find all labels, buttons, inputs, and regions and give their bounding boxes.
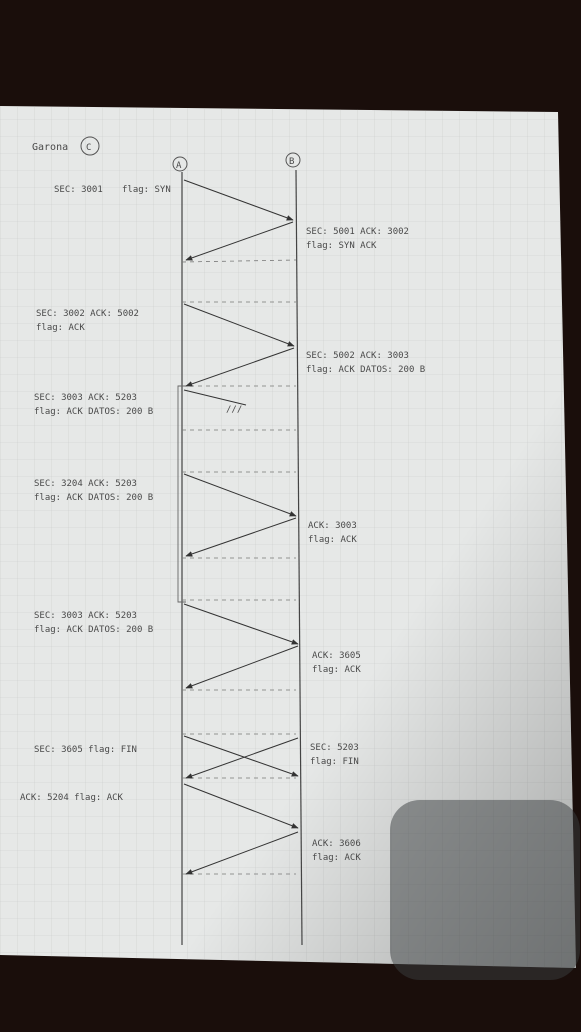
note-fin-a: SEC: 3605 flag: FIN: [34, 745, 137, 755]
note-line: SEC: 5002 ACK: 3003: [306, 351, 409, 361]
photo-shadow: [0, 106, 576, 968]
host-a-circle: [172, 156, 188, 172]
note-data-a-2: SEC: 3204 ACK: 5203 flag: ACK DATOS: 200…: [34, 479, 153, 503]
note-line: SEC: 3204 ACK: 5203: [34, 479, 137, 489]
arrow-syn-ack: [185, 221, 294, 261]
host-b-label: B: [289, 157, 294, 167]
header-title: Garona: [32, 142, 68, 153]
note-fin-b: SEC: 5203 flag: FIN: [310, 743, 359, 767]
note-ack-5204: ACK: 5204 flag: ACK: [20, 793, 124, 803]
note-line: SEC: 3002 ACK: 5002: [36, 309, 139, 319]
note-line: SEC: 5203: [310, 743, 359, 753]
note-line: flag: ACK DATOS: 200 B: [34, 407, 153, 417]
arrow-ack: [183, 303, 295, 347]
note-line: ACK: 3003: [308, 521, 357, 531]
note-ack: SEC: 3002 ACK: 5002 flag: ACK: [36, 309, 139, 333]
arrow-ack-3606: [185, 831, 299, 875]
host-b-circle: [285, 152, 301, 168]
timeout-bracket: [177, 385, 186, 603]
note-line: SEC: 3003 ACK: 5203: [34, 393, 137, 403]
note-line: flag: ACK DATOS: 200 B: [306, 365, 425, 375]
host-a-label: A: [176, 161, 182, 171]
note-line: SEC: 3003 ACK: 5203: [34, 611, 137, 621]
arrow-fin-b: [185, 737, 299, 779]
header-circle-label: C: [86, 143, 91, 153]
note-line: SEC: 3001: [54, 185, 103, 195]
note-line: ACK: 3606: [312, 839, 361, 849]
note-ack-3605: ACK: 3605 flag: ACK: [312, 651, 361, 675]
arrow-data-a-lost: [183, 389, 247, 406]
note-syn: SEC: 3001 flag: SYN: [54, 185, 171, 195]
note-line: SEC: 5001 ACK: 3002: [306, 227, 409, 237]
note-data-b: SEC: 5002 ACK: 3003 flag: ACK DATOS: 200…: [306, 351, 425, 375]
note-syn-ack: SEC: 5001 ACK: 3002 flag: SYN ACK: [306, 227, 409, 251]
note-line: ACK: 3605: [312, 651, 361, 661]
note-line: flag: ACK: [312, 665, 361, 675]
note-line: flag: ACK: [312, 853, 361, 863]
arrow-fin-a: [183, 735, 299, 777]
arrow-retransmit: [183, 603, 299, 645]
note-dup-ack: ACK: 3003 flag: ACK: [308, 521, 357, 545]
note-line: flag: ACK DATOS: 200 B: [34, 493, 153, 503]
lost-mark: ///: [226, 405, 242, 415]
note-line: flag: ACK DATOS: 200 B: [34, 625, 153, 635]
note-ack-3606: ACK: 3606 flag: ACK: [312, 839, 361, 863]
note-data-a-1: SEC: 3003 ACK: 5203 flag: ACK DATOS: 200…: [34, 393, 153, 417]
note-line: flag: SYN: [122, 185, 171, 195]
arrow-data-a-2: [183, 473, 297, 517]
arrow-ack-5204: [183, 783, 299, 829]
note-line: SEC: 3605 flag: FIN: [34, 745, 137, 755]
note-line: flag: SYN ACK: [306, 241, 377, 251]
arrow-syn: [183, 179, 294, 221]
note-line: flag: FIN: [310, 757, 359, 767]
note-retransmit: SEC: 3003 ACK: 5203 flag: ACK DATOS: 200…: [34, 611, 153, 635]
time-markers: [181, 259, 297, 875]
note-line: flag: ACK: [308, 535, 357, 545]
note-line: flag: ACK: [36, 323, 85, 333]
arrow-dup-ack: [185, 517, 297, 557]
header-circle: [80, 136, 100, 156]
host-b-timeline: [295, 169, 303, 946]
arrow-data-b: [185, 347, 295, 387]
hand-shadow: [390, 800, 580, 980]
arrow-ack-3605: [185, 645, 299, 689]
note-line: ACK: 5204 flag: ACK: [20, 793, 124, 803]
